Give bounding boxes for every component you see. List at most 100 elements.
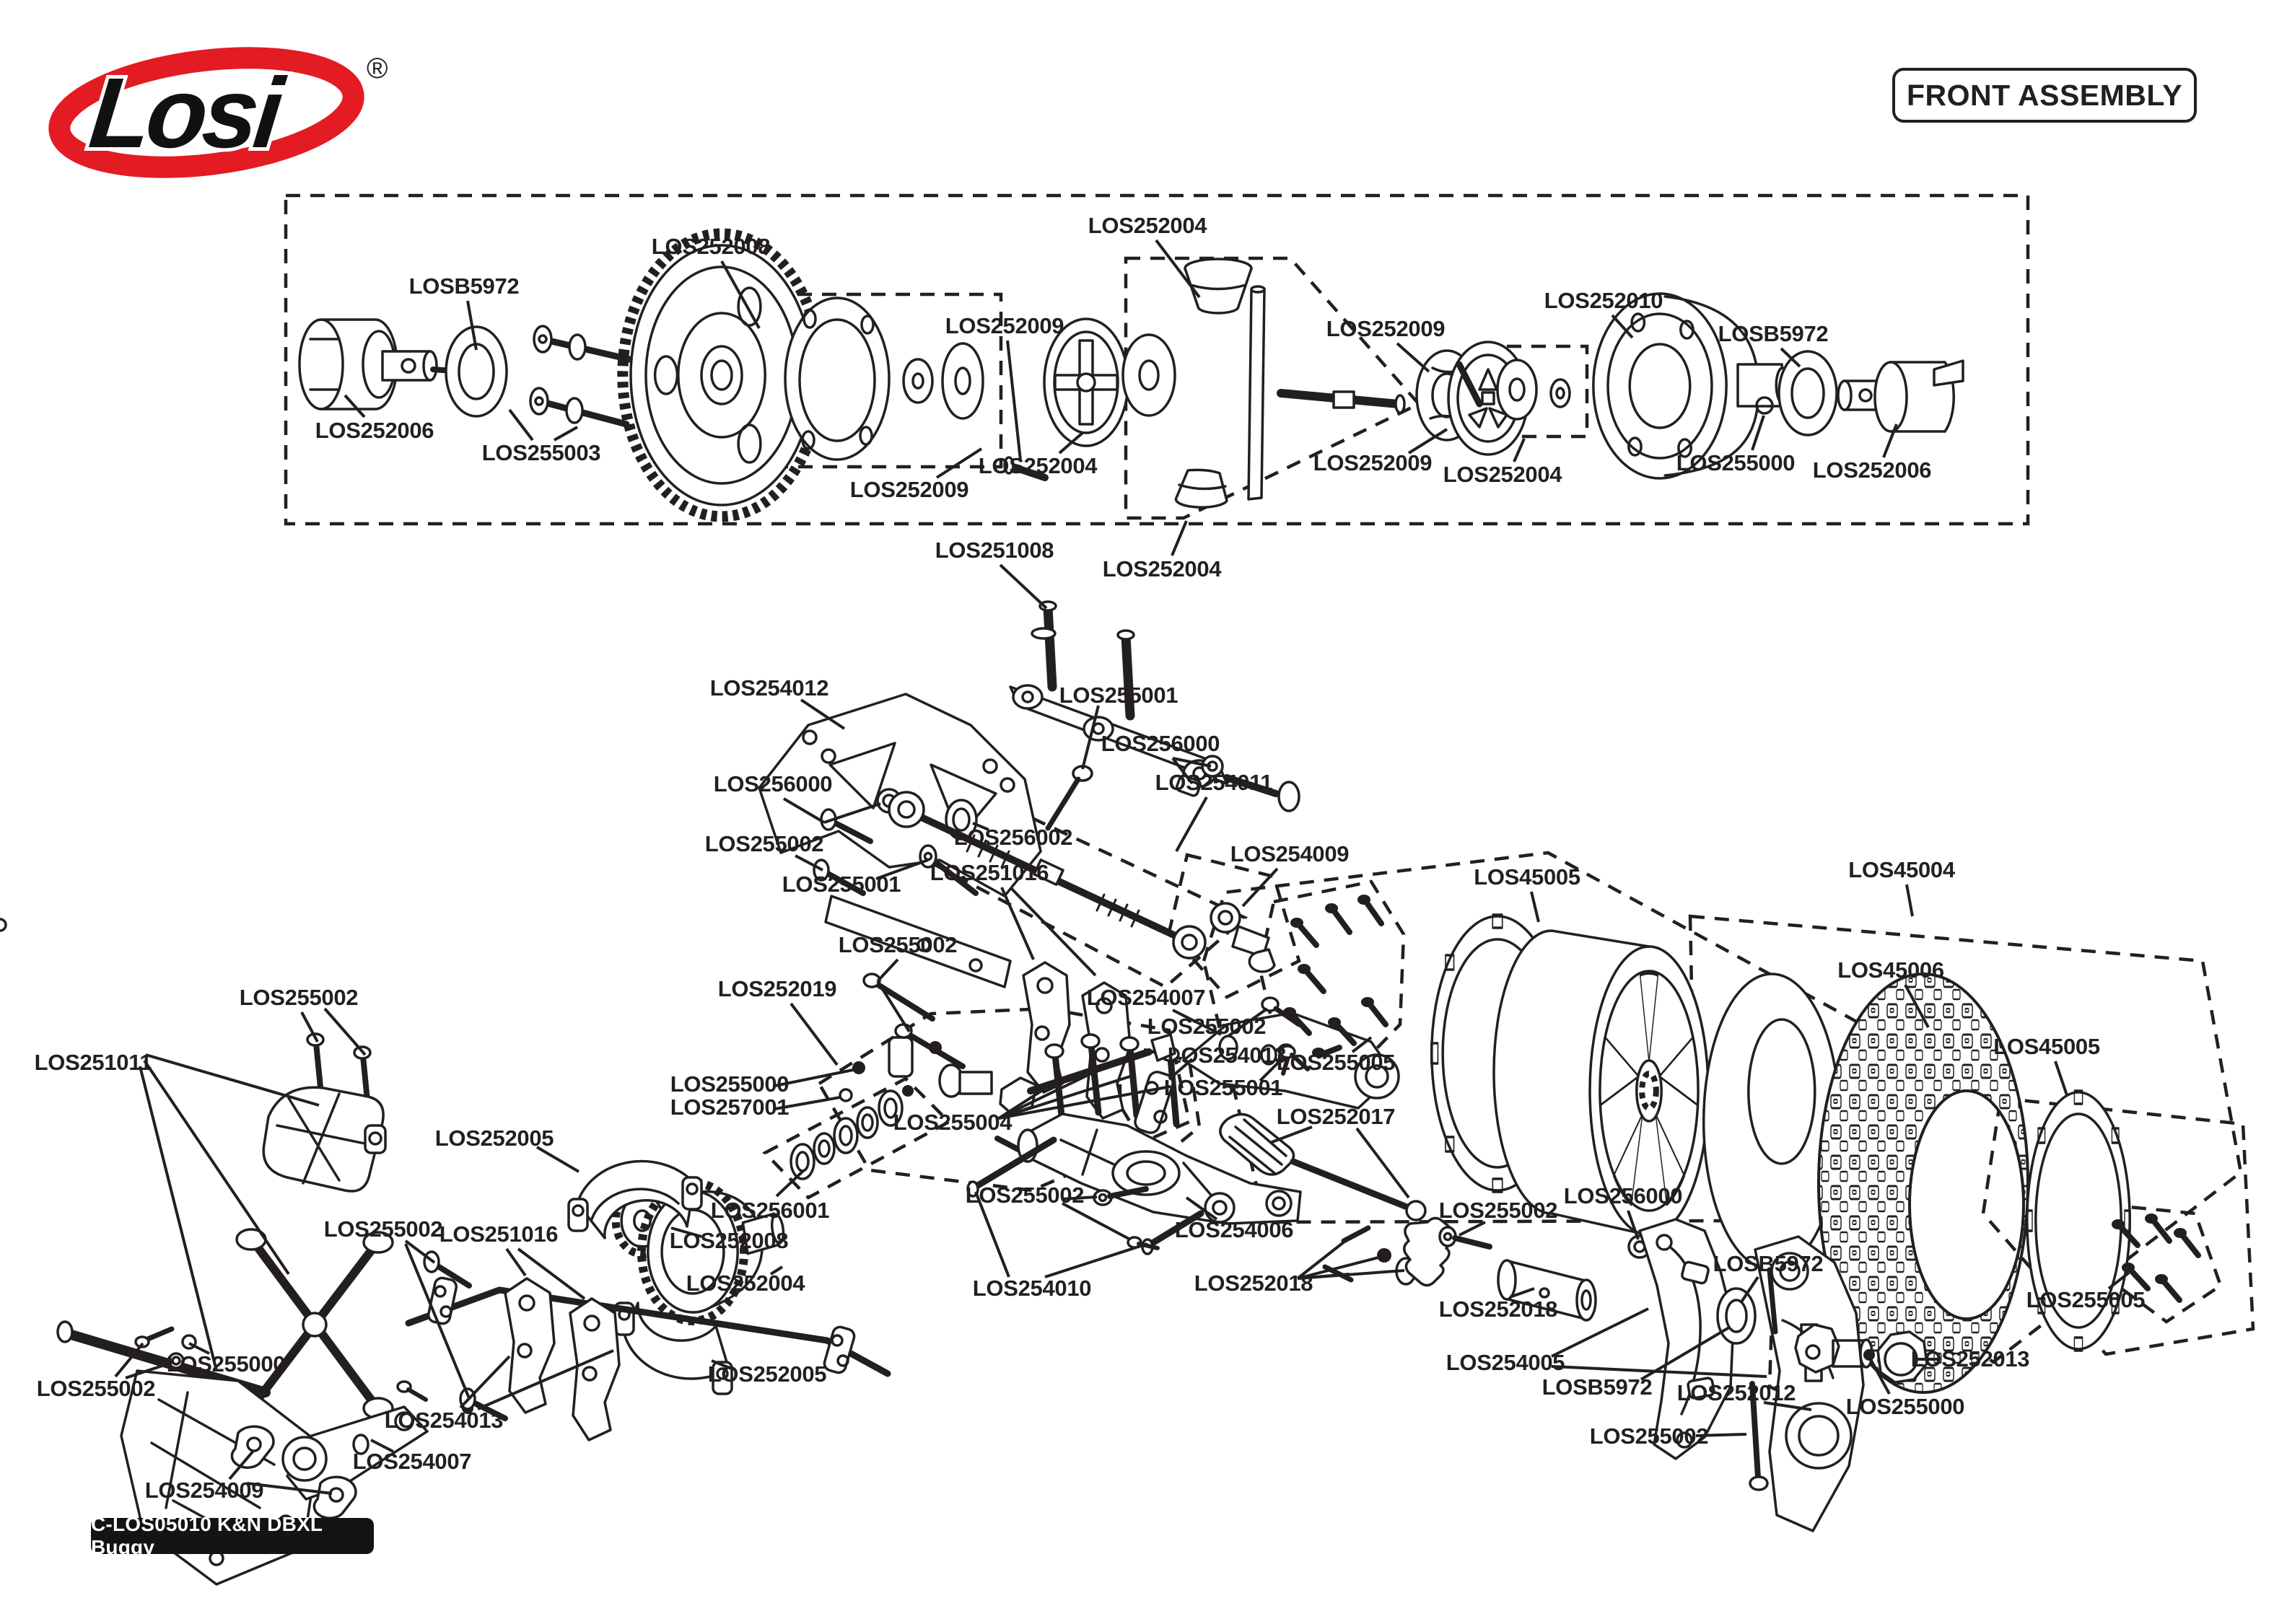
thrust-washer-drawing: [1121, 333, 1176, 417]
part-label-losb5972-c: LOSB5972: [1713, 1251, 1824, 1276]
screw-los255002-g-drawing: [1749, 1381, 1769, 1491]
leader-los257001: [774, 1096, 841, 1110]
part-label-los252004-e: LOS252004: [686, 1270, 805, 1296]
tire-foam-drawing: [1704, 974, 1840, 1270]
page-title: FRONT ASSEMBLY: [1906, 78, 2183, 112]
leader-los254005: [1551, 1307, 1649, 1358]
caster-blocks-lower-drawing: [423, 1250, 621, 1441]
leader-los256001: [775, 1169, 805, 1198]
leader-los256000-b: [782, 797, 826, 824]
leader-los251016-b: [517, 1247, 586, 1300]
part-label-los252004-shims: LOS252004: [1443, 462, 1562, 487]
leader-los252018-a: [1297, 1255, 1382, 1280]
leader-los252012: [1763, 1401, 1812, 1411]
part-label-los252009-gasket: LOS252009: [849, 477, 969, 502]
leader-los252008-top: [720, 260, 761, 329]
beadlock-ring-right-drawing: [2026, 1089, 2131, 1352]
leader-los45005-b: [2054, 1061, 2068, 1096]
leader-los255002-g: [1695, 1433, 1747, 1437]
part-label-los255002-c: LOS255002: [1147, 1014, 1267, 1039]
part-label-los255002-a: LOS255002: [704, 831, 824, 856]
part-label-los256000-b: LOS256000: [713, 771, 833, 796]
bumper-top-brace-drawing: [262, 1086, 387, 1193]
ring-gear-drawing: [623, 234, 821, 517]
part-label-los255000-d: LOS255000: [166, 1351, 286, 1377]
part-label-los45005-b: LOS45005: [1993, 1034, 2100, 1059]
cvd-axle-los252017-drawing: [1219, 1112, 1427, 1221]
part-label-los255000-c: LOS255000: [1845, 1394, 1965, 1419]
part-label-los254013-a: LOS254013: [1167, 1043, 1287, 1068]
part-label-los252009-pin-left: LOS252009: [945, 313, 1064, 338]
hinge-pins-los254010-drawing: [966, 1136, 1204, 1255]
leader-los252017: [1355, 1127, 1410, 1199]
set-screw-los255000-c-drawing: [1863, 1349, 1875, 1361]
screw-los255001-a-drawing: [1045, 765, 1093, 831]
leader-los252010: [1611, 314, 1634, 339]
leader-los255002-b: [876, 958, 899, 983]
leader-los251011: [145, 1053, 320, 1107]
bushings-los254009-b-drawing: [230, 1425, 357, 1519]
wheel-drawing: [1492, 929, 1710, 1237]
diff-pin-drawing: [1003, 456, 1049, 481]
part-label-los255002-d: LOS255002: [323, 1216, 443, 1242]
part-label-los252004-spider: LOS252004: [978, 453, 1098, 478]
leader-los255003: [508, 408, 534, 442]
leader-los252019: [790, 1002, 839, 1066]
leader-los251008: [999, 563, 1048, 610]
hub-upright-drawing: [1754, 1235, 1865, 1532]
leader-los255000-c: [1869, 1359, 1891, 1395]
bushing-los256000-a-drawing: [1176, 755, 1224, 797]
leader-los254013-a: [1168, 1058, 1194, 1081]
diff-case-upper-drawing: [567, 1159, 703, 1239]
part-label-los254009-b: LOS254009: [144, 1478, 264, 1503]
part-label-los252013: LOS252013: [1910, 1346, 2030, 1371]
part-label-los252012: LOS252012: [1676, 1380, 1796, 1405]
part-label-los252006-right: LOS252006: [1812, 457, 1932, 483]
leader-los255005-a: [1351, 1036, 1373, 1053]
part-label-los255005-b: LOS255005: [2026, 1287, 2146, 1312]
leader-los255005-b: [2107, 1271, 2130, 1290]
losi-logo-graphic: Losi ®: [48, 47, 388, 178]
leader-los255001-a: [1081, 705, 1100, 770]
part-label-los255002-i: LOS255002: [239, 985, 359, 1010]
leader-los255002-f: [1459, 1221, 1486, 1237]
set-screw-top-drawing: [1755, 396, 1774, 415]
leader-los255002-d: [404, 1239, 436, 1264]
part-label-los254009-a: LOS254009: [1230, 841, 1350, 866]
part-label-los255002-g: LOS255002: [1589, 1423, 1709, 1449]
part-label-los254005: LOS254005: [1446, 1350, 1565, 1375]
leader-los252004-shims: [1513, 438, 1526, 462]
part-label-los256000-a: LOS256000: [1101, 731, 1220, 756]
leader-los256000-b: [823, 802, 881, 824]
wheel-nut-los252013-drawing: [1876, 1330, 1928, 1384]
leader-los255002-h: [125, 1361, 174, 1379]
leader-los255002-e: [1062, 1202, 1131, 1241]
leader-los255002-i: [300, 1011, 319, 1043]
leader-los251011: [139, 1066, 218, 1371]
part-label-los252005-b: LOS252005: [707, 1361, 827, 1387]
part-label-los251016-b: LOS251016: [439, 1221, 559, 1247]
part-label-los251016-a: LOS251016: [930, 860, 1049, 885]
leader-los251011: [143, 1059, 290, 1276]
part-label-los257001: LOS257001: [670, 1094, 790, 1120]
beadlock-screws-right-drawing: [2112, 1213, 2201, 1303]
leader-los254005: [1551, 1365, 1767, 1378]
part-label-los252009-outgear-a: LOS252009: [1326, 316, 1446, 341]
leader-los255004: [998, 1072, 1092, 1120]
leader-los255002-d: [404, 1243, 471, 1399]
part-label-los254011: LOS254011: [1155, 770, 1273, 795]
part-label-los45005-a: LOS45005: [1474, 864, 1580, 890]
bevel-cone-top-drawing: [1184, 258, 1253, 315]
leader-los255000-mid: [774, 1068, 854, 1087]
outdrive-right-drawing: [1837, 359, 1964, 433]
leader-los255000-d: [188, 1342, 210, 1355]
servo-saver-plate-lower-drawing: [281, 1405, 429, 1501]
part-label-los252018-a: LOS252018: [1194, 1270, 1313, 1296]
part-label-los45006: LOS45006: [1837, 957, 1944, 983]
part-label-los254013-b: LOS254013: [384, 1408, 504, 1433]
leader-los252009-outgear-b: [1407, 428, 1448, 455]
leader-los254007-b: [370, 1439, 394, 1453]
leader-los252006-left: [344, 394, 366, 418]
